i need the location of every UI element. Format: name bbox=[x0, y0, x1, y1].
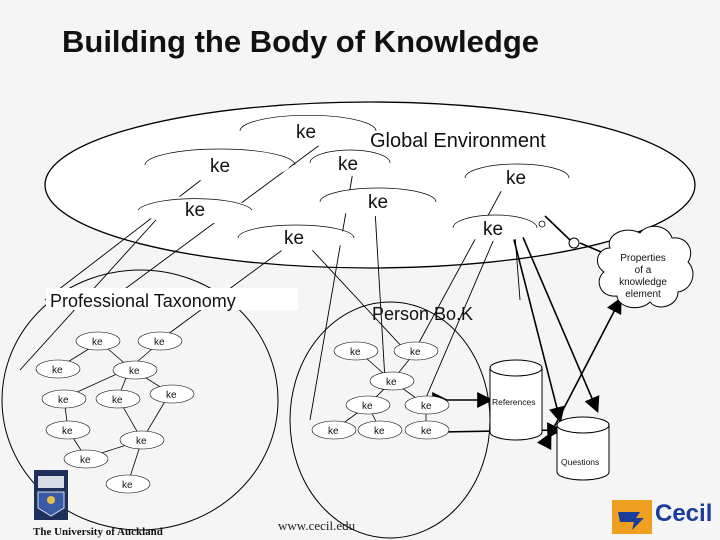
person-bok-ke-label: ke bbox=[421, 426, 432, 437]
taxonomy-ke-label: ke bbox=[52, 365, 63, 376]
taxonomy-ke-label: ke bbox=[129, 366, 140, 377]
global-ke-node-outlines bbox=[137, 114, 570, 239]
properties-label: of a bbox=[635, 265, 652, 276]
global-ke-label: ke bbox=[506, 168, 526, 189]
person-bok-ke-label: ke bbox=[410, 347, 421, 358]
properties-cloud bbox=[596, 225, 694, 309]
person-bok-ke-nodes bbox=[311, 341, 450, 440]
global-ke-label: ke bbox=[483, 219, 503, 240]
taxonomy-ke-label: ke bbox=[58, 395, 69, 406]
global-ke-label: ke bbox=[210, 156, 230, 177]
global-ke-label: ke bbox=[185, 200, 205, 221]
references-cylinder bbox=[489, 359, 543, 441]
person-bok-ellipse bbox=[289, 301, 491, 539]
taxonomy-ke-label: ke bbox=[154, 337, 165, 348]
properties-label: element bbox=[625, 289, 661, 300]
cecil-brand: Cecil bbox=[655, 500, 713, 527]
taxonomy-ke-label: ke bbox=[122, 480, 133, 491]
questions-cylinder bbox=[556, 416, 610, 481]
global-ke-label: ke bbox=[284, 228, 304, 249]
global-ke-label: ke bbox=[296, 122, 316, 143]
footer-url: www.cecil.edu bbox=[278, 518, 356, 533]
person-bok-tree-lines bbox=[333, 349, 427, 431]
person-bok-ke-label: ke bbox=[421, 401, 432, 412]
taxonomy-ke-label: ke bbox=[92, 337, 103, 348]
global-ke-nodes bbox=[140, 116, 567, 251]
properties-label: Properties bbox=[620, 253, 666, 264]
taxonomy-ke-label: ke bbox=[80, 455, 91, 466]
global-ke-label: ke bbox=[338, 154, 358, 175]
person-bok-ke-label: ke bbox=[362, 401, 373, 412]
taxonomy-ke-label: ke bbox=[112, 395, 123, 406]
professional-taxonomy-ellipse bbox=[1, 269, 279, 531]
global-ke-label: ke bbox=[368, 192, 388, 213]
person-bok-ke-label: ke bbox=[328, 426, 339, 437]
university-crest-icon bbox=[34, 470, 68, 520]
properties-label: knowledge bbox=[619, 277, 667, 288]
questions-label: Questions bbox=[561, 457, 599, 467]
person-bok-label: Person Bo.K bbox=[372, 304, 473, 324]
property-handle-circle bbox=[538, 220, 546, 228]
global-environment-ellipse bbox=[44, 101, 696, 269]
person-bok-ke-label: ke bbox=[386, 377, 397, 388]
taxonomy-ke-label: ke bbox=[166, 390, 177, 401]
university-name: The University of Auckland bbox=[33, 526, 163, 538]
taxonomy-ke-label: ke bbox=[62, 426, 73, 437]
global-environment-label: Global Environment bbox=[370, 130, 546, 152]
cecil-logo-icon bbox=[612, 500, 652, 534]
professional-taxonomy-label: Professional Taxonomy bbox=[50, 291, 236, 311]
references-label: References bbox=[492, 397, 535, 407]
person-bok-ke-label: ke bbox=[374, 426, 385, 437]
taxonomy-ke-nodes bbox=[35, 331, 195, 494]
page-title: Building the Body of Knowledge bbox=[62, 24, 540, 59]
property-handle-circle bbox=[568, 237, 580, 249]
taxonomy-ke-label: ke bbox=[136, 436, 147, 447]
person-bok-ke-label: ke bbox=[350, 347, 361, 358]
